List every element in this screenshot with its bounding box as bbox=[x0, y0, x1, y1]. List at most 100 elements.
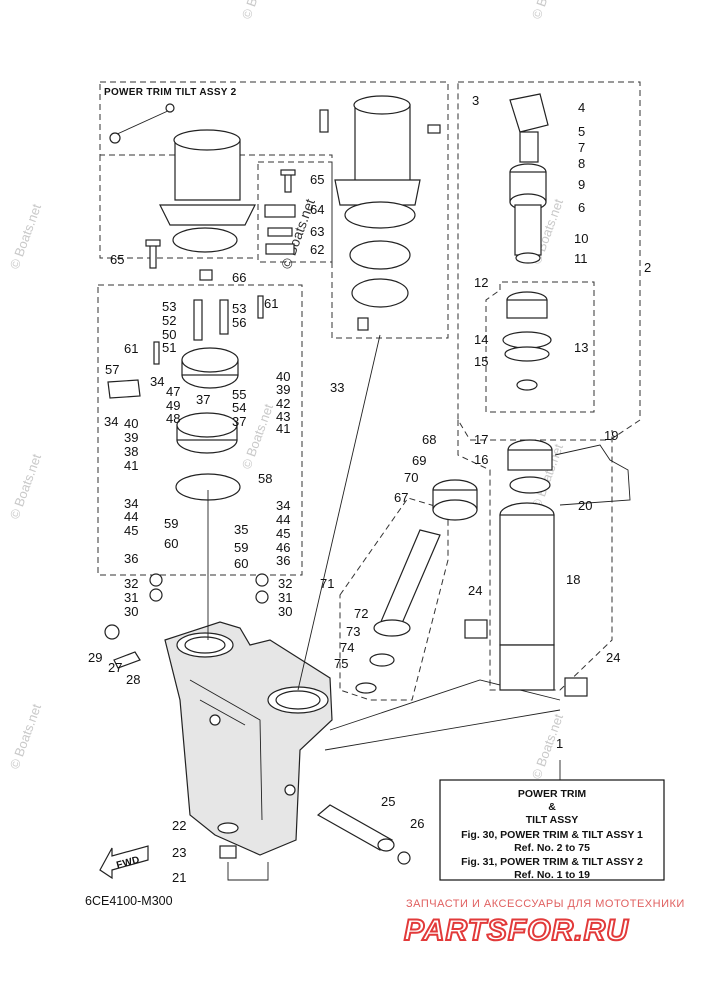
callout-23: 23 bbox=[172, 845, 186, 860]
callout-8: 8 bbox=[578, 156, 585, 171]
callout-3: 3 bbox=[472, 93, 479, 108]
callout-70: 70 bbox=[404, 470, 418, 485]
callout-72: 72 bbox=[354, 606, 368, 621]
group-outlines bbox=[97, 81, 641, 701]
motor-outline-left bbox=[99, 155, 255, 259]
callout-27: 27 bbox=[108, 660, 122, 675]
ref-fig-31: Fig. 31, POWER TRIM & TILT ASSY 2 bbox=[461, 856, 643, 868]
callout-44b: 44 bbox=[276, 512, 290, 527]
callout-37a: 37 bbox=[196, 392, 210, 407]
callout-57: 57 bbox=[105, 362, 119, 377]
ref-fig-31-range: Ref. No. 1 to 19 bbox=[514, 869, 590, 881]
callout-41b: 41 bbox=[124, 458, 138, 473]
ref-title-1: POWER TRIM bbox=[518, 788, 586, 800]
callout-47: 47 bbox=[166, 384, 180, 399]
callout-58: 58 bbox=[258, 471, 272, 486]
callout-34d: 34 bbox=[276, 498, 290, 513]
piston-subgroup-outline bbox=[485, 281, 595, 413]
callout-34c: 34 bbox=[124, 496, 138, 511]
callout-28: 28 bbox=[126, 672, 140, 687]
callout-17: 17 bbox=[474, 432, 488, 447]
ref-fig-30-range: Ref. No. 2 to 75 bbox=[514, 842, 590, 854]
callout-65a: 65 bbox=[310, 172, 324, 187]
tilt-cylinder bbox=[464, 93, 631, 697]
callout-61b: 61 bbox=[124, 341, 138, 356]
callout-26: 26 bbox=[410, 816, 424, 831]
callout-16: 16 bbox=[474, 452, 488, 467]
pump-assy-outline bbox=[97, 284, 303, 576]
callout-63: 63 bbox=[310, 224, 324, 239]
cylinder-outline bbox=[457, 420, 613, 691]
motor-left bbox=[109, 103, 256, 253]
callout-layer: 1 2 3 4 5 7 8 9 6 10 11 12 13 14 15 16 1… bbox=[88, 93, 651, 885]
tilt-cylinder-outline bbox=[457, 81, 641, 441]
callout-46: 46 bbox=[276, 540, 290, 555]
callout-22: 22 bbox=[172, 818, 186, 833]
callout-14: 14 bbox=[474, 332, 488, 347]
watermark: © Boats.net bbox=[239, 0, 277, 21]
callout-33: 33 bbox=[330, 380, 344, 395]
callout-71: 71 bbox=[320, 576, 334, 591]
callout-40a: 40 bbox=[276, 369, 290, 384]
callout-20: 20 bbox=[578, 498, 592, 513]
callout-44a: 44 bbox=[124, 509, 138, 524]
callout-56: 56 bbox=[232, 315, 246, 330]
callout-36a: 36 bbox=[124, 551, 138, 566]
callout-53b: 53 bbox=[232, 301, 246, 316]
callout-75: 75 bbox=[334, 656, 348, 671]
callout-30a: 30 bbox=[124, 604, 138, 619]
section-header: POWER TRIM TILT ASSY 2 bbox=[104, 87, 237, 98]
callout-25: 25 bbox=[381, 794, 395, 809]
pump-block bbox=[107, 295, 381, 691]
brand-name: PARTSFOR.RU bbox=[404, 914, 629, 947]
callout-54: 54 bbox=[232, 400, 246, 415]
callout-43: 43 bbox=[276, 409, 290, 424]
callout-45b: 45 bbox=[276, 526, 290, 541]
trim-ram-outline bbox=[339, 497, 449, 701]
callout-21: 21 bbox=[172, 870, 186, 885]
callout-31a: 31 bbox=[124, 590, 138, 605]
callout-39a: 39 bbox=[276, 382, 290, 397]
callout-36b: 36 bbox=[276, 553, 290, 568]
callout-48: 48 bbox=[166, 411, 180, 426]
callout-64: 64 bbox=[310, 202, 324, 217]
callout-38: 38 bbox=[124, 444, 138, 459]
watermark: © Boats.net bbox=[7, 452, 45, 522]
callout-32a: 32 bbox=[124, 576, 138, 591]
callout-34a: 34 bbox=[150, 374, 164, 389]
callout-62: 62 bbox=[310, 242, 324, 257]
callout-24a: 24 bbox=[468, 583, 482, 598]
callout-40b: 40 bbox=[124, 416, 138, 431]
callout-60a: 60 bbox=[164, 536, 178, 551]
reference-box-frame bbox=[439, 779, 665, 881]
callout-59a: 59 bbox=[164, 516, 178, 531]
bottom-parts bbox=[104, 624, 411, 881]
callout-55: 55 bbox=[232, 387, 246, 402]
reference-box: POWER TRIM & TILT ASSY Fig. 30, POWER TR… bbox=[439, 760, 665, 881]
callout-5: 5 bbox=[578, 124, 585, 139]
callout-12: 12 bbox=[474, 275, 488, 290]
callout-50: 50 bbox=[162, 327, 176, 342]
callout-24b: 24 bbox=[606, 650, 620, 665]
callout-31b: 31 bbox=[278, 590, 292, 605]
watermark: © Boats.net bbox=[7, 702, 45, 772]
brand-footer: ЗАПЧАСТИ И АКСЕССУАРЫ ДЛЯ МОТОТЕХНИКИ PA… bbox=[403, 898, 684, 948]
callout-53a: 53 bbox=[162, 299, 176, 314]
callout-69: 69 bbox=[412, 453, 426, 468]
callout-73: 73 bbox=[346, 624, 360, 639]
callout-9: 9 bbox=[578, 177, 585, 192]
callout-18: 18 bbox=[566, 572, 580, 587]
callout-42: 42 bbox=[276, 396, 290, 411]
callout-52: 52 bbox=[162, 313, 176, 328]
ref-title-3: TILT ASSY bbox=[526, 814, 579, 826]
bolts-top bbox=[145, 169, 296, 281]
callout-49: 49 bbox=[166, 398, 180, 413]
callout-29: 29 bbox=[88, 650, 102, 665]
housing-bracket bbox=[164, 621, 561, 856]
callout-30b: 30 bbox=[278, 604, 292, 619]
callout-41a: 41 bbox=[276, 421, 290, 436]
callout-60b: 60 bbox=[234, 556, 248, 571]
callout-4: 4 bbox=[578, 100, 585, 115]
trim-ram bbox=[355, 479, 478, 694]
callout-15: 15 bbox=[474, 354, 488, 369]
